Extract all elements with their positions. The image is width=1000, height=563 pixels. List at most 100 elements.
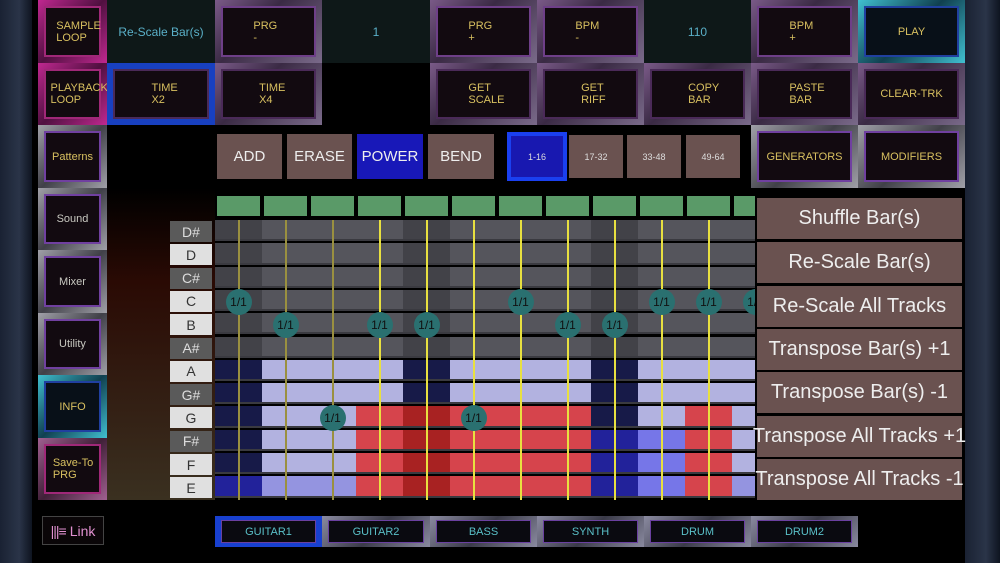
mode-add-button[interactable]: ADD (217, 134, 282, 179)
bend-marker[interactable]: 1/1 (695, 288, 722, 315)
playback-loop-button[interactable]: PLAYBACK LOOP (38, 63, 108, 125)
pitch-line (613, 220, 616, 500)
rescale-bars-button[interactable]: Re-Scale Bar(s) (757, 242, 962, 283)
track-guitar1[interactable]: GUITAR1 (215, 516, 322, 547)
grid-cell[interactable] (732, 476, 755, 498)
label: PLAY (864, 6, 959, 57)
get-riff-button[interactable]: GET RIFF (537, 63, 644, 125)
copy-bar-button[interactable]: COPY BAR (644, 63, 751, 125)
bend-marker[interactable]: 1/1 (742, 288, 755, 315)
mode-power-button[interactable]: POWER (357, 134, 423, 179)
bar-header[interactable] (264, 196, 307, 216)
bend-marker[interactable]: 1/1 (366, 311, 393, 338)
bend-marker[interactable]: 1/1 (225, 288, 252, 315)
sample-loop-button[interactable]: SAMPLE LOOP (38, 0, 107, 63)
play-button[interactable]: PLAY (858, 0, 965, 63)
grid-cell[interactable] (732, 220, 755, 242)
sidebar-save-to-prg[interactable]: Save-To PRG (38, 438, 107, 500)
bar-header[interactable] (499, 196, 542, 216)
label: GUITAR1 (221, 520, 316, 543)
pitch-line (378, 220, 381, 500)
time-x4-button[interactable]: TIME X4 (215, 63, 322, 125)
grid-cell[interactable] (732, 266, 755, 288)
bar-header[interactable] (546, 196, 589, 216)
bend-marker[interactable]: 1/1 (272, 311, 299, 338)
grid-cell[interactable] (732, 406, 755, 428)
bend-marker[interactable]: 1/1 (601, 311, 628, 338)
bend-marker[interactable]: 1/1 (648, 288, 675, 315)
note-label-d: D (170, 244, 212, 266)
track-bass[interactable]: BASS (430, 516, 537, 547)
shuffle-bars-button[interactable]: Shuffle Bar(s) (757, 198, 962, 239)
get-scale-button[interactable]: GET SCALE (430, 63, 537, 125)
track-synth[interactable]: SYNTH (537, 516, 644, 547)
grid-cell[interactable] (732, 453, 755, 475)
note-label-b: B (170, 314, 212, 336)
bar-header[interactable] (734, 196, 755, 216)
bend-marker[interactable]: 1/1 (460, 405, 487, 432)
modifiers-button[interactable]: MODIFIERS (858, 125, 965, 188)
grid-cell[interactable] (732, 313, 755, 335)
page-33-48-button[interactable]: 33-48 (627, 135, 681, 178)
prg-minus-button[interactable]: PRG - (215, 0, 322, 63)
pitch-line (284, 220, 287, 500)
bend-marker[interactable]: 1/1 (319, 405, 346, 432)
bend-marker[interactable]: 1/1 (507, 288, 534, 315)
sidebar-info[interactable]: INFO (38, 375, 107, 438)
pitch-line (707, 220, 710, 500)
bend-marker[interactable]: 1/1 (554, 311, 581, 338)
label: Sound (44, 194, 101, 244)
bar-header[interactable] (358, 196, 401, 216)
generators-button[interactable]: GENERATORS (751, 125, 858, 188)
transpose-bars-down-button[interactable]: Transpose Bar(s) -1 (757, 372, 962, 413)
sidebar-utility[interactable]: Utility (38, 313, 107, 375)
label: DRUM (650, 520, 745, 543)
sidebar-patterns[interactable]: Patterns (38, 125, 107, 188)
page-17-32-button[interactable]: 17-32 (569, 135, 623, 178)
track-guitar2[interactable]: GUITAR2 (322, 516, 430, 547)
grid-cell[interactable] (732, 243, 755, 265)
bar-header[interactable] (405, 196, 448, 216)
piano-roll-grid[interactable]: 1/1 1/1 1/1 1/1 1/1 1/1 1/1 1/1 1/1 1/1 1/1 1/1 (215, 196, 755, 500)
bar-header[interactable] (687, 196, 730, 216)
ableton-link-button[interactable]: |||≡Link (42, 516, 104, 545)
bpm-minus-button[interactable]: BPM - (537, 0, 644, 63)
bpm-plus-button[interactable]: BPM + (751, 0, 858, 63)
grid-cell[interactable] (732, 359, 755, 382)
mode-erase-button[interactable]: ERASE (287, 134, 352, 179)
track-drum[interactable]: DRUM (644, 516, 751, 547)
pitch-line (237, 220, 240, 500)
label: BASS (436, 520, 531, 543)
transpose-all-down-button[interactable]: Transpose All Tracks -1 (755, 459, 964, 500)
prg-plus-button[interactable]: PRG + (430, 0, 537, 63)
transpose-bars-up-button[interactable]: Transpose Bar(s) +1 (757, 329, 962, 370)
grid-cell[interactable] (732, 336, 755, 358)
mode-bend-button[interactable]: BEND (428, 134, 494, 179)
link-icon: |||≡ (50, 522, 67, 539)
clear-track-button[interactable]: CLEAR-TRK (858, 63, 965, 125)
label: MODIFIERS (864, 131, 959, 182)
grid-cell[interactable] (732, 429, 755, 451)
track-drum2[interactable]: DRUM2 (751, 516, 858, 547)
sidebar-mixer[interactable]: Mixer (38, 250, 107, 313)
label: PRG + (436, 6, 531, 57)
page-49-64-button[interactable]: 49-64 (686, 135, 740, 178)
bar-header[interactable] (452, 196, 495, 216)
bar-header[interactable] (311, 196, 354, 216)
time-x2-button[interactable]: TIME X2 (107, 63, 215, 125)
bar-header[interactable] (593, 196, 636, 216)
pitch-line (331, 220, 334, 500)
page-1-16-button[interactable]: 1-16 (507, 132, 567, 181)
bend-marker[interactable]: 1/1 (413, 311, 440, 338)
right-frame (965, 0, 1000, 563)
note-label-a-sharp: A# (170, 337, 212, 359)
bar-header[interactable] (640, 196, 683, 216)
bpm-value: 110 (644, 0, 751, 63)
note-label-a: A (170, 360, 212, 382)
sidebar-sound[interactable]: Sound (38, 188, 107, 250)
paste-bar-button[interactable]: PASTE BAR (751, 63, 858, 125)
bar-header[interactable] (217, 196, 260, 216)
grid-cell[interactable] (732, 383, 755, 405)
rescale-all-tracks-button[interactable]: Re-Scale All Tracks (757, 286, 962, 327)
transpose-all-up-button[interactable]: Transpose All Tracks +1 (753, 416, 966, 457)
